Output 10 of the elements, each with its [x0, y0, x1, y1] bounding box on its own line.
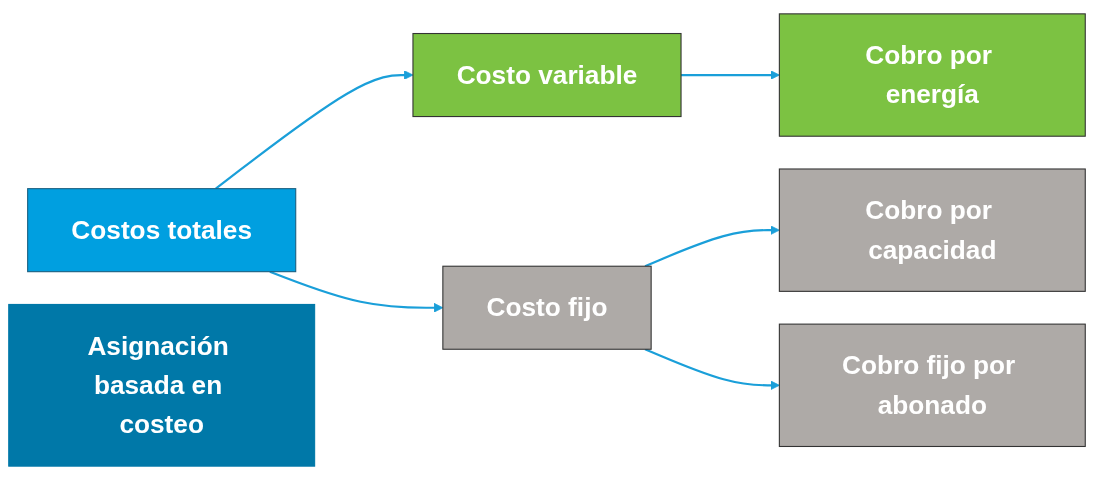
node-box: Costos totales — [27, 188, 297, 273]
arrow — [644, 225, 780, 268]
node-box: Cobro fijo por abonado — [778, 323, 1086, 448]
node-box: Cobro por energía — [778, 13, 1086, 137]
arrow — [644, 348, 780, 391]
node-box: Asignación basada en costeo — [8, 303, 316, 467]
node-box: Costo fijo — [442, 265, 652, 350]
arrow — [681, 70, 780, 80]
node-box: Cobro por capacidad — [778, 168, 1086, 292]
node-box: Costo variable — [412, 32, 682, 118]
